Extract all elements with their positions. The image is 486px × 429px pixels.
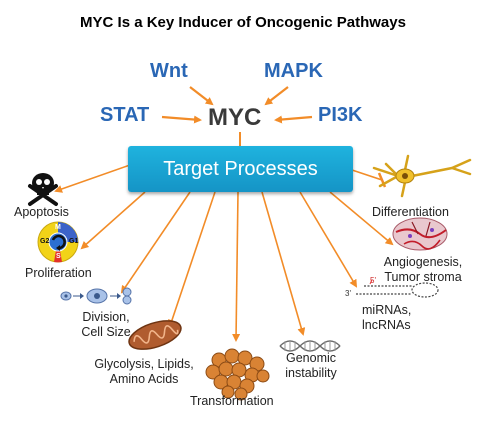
target-processes-label: Target Processes: [163, 158, 318, 180]
glycolysis-label: Glycolysis, Lipids, Amino Acids: [84, 357, 204, 387]
arrow-pi3k: [274, 115, 313, 124]
cell-cycle-m: M: [55, 224, 61, 231]
mitochondrion-icon: [128, 320, 182, 350]
cell-cycle-s: S: [56, 253, 61, 260]
target-processes-box: Target Processes: [128, 146, 353, 192]
arrow-wnt: [189, 86, 214, 106]
arrow-genomic: [261, 191, 306, 336]
division-line-1: Division,: [82, 310, 130, 324]
skull-crossbones-icon: [28, 173, 58, 206]
wnt-label: Wnt: [150, 60, 188, 82]
dividing-cells-icon: [60, 287, 132, 305]
arrow-proliferation: [80, 191, 146, 250]
myc-label: MYC: [208, 104, 262, 131]
stat-label: STAT: [100, 104, 150, 126]
tumor-cells-icon: [205, 348, 270, 401]
angiogenesis-label: Angiogenesis, Tumor stroma: [368, 255, 478, 285]
arrow-mapk: [264, 86, 289, 106]
rna-three-prime: 3': [345, 289, 351, 298]
rna-five-prime: 5': [370, 276, 376, 285]
glycolysis-line-2: Amino Acids: [109, 372, 179, 386]
arrow-transformation: [232, 191, 241, 342]
genomic-label: Genomic instability: [278, 351, 344, 381]
cell-cycle-g1: G1: [69, 238, 79, 245]
division-line-2: Cell Size: [81, 325, 131, 339]
angiogenesis-line-1: Angiogenesis,: [383, 255, 463, 269]
mirna-line-1: miRNAs,: [362, 303, 412, 317]
differentiation-label: Differentiation: [372, 205, 449, 219]
mirna-label: miRNAs, lncRNAs: [362, 303, 411, 333]
blood-vessel-icon: [392, 217, 448, 251]
glycolysis-line-1: Glycolysis, Lipids,: [94, 357, 194, 371]
dna-helix-icon: [279, 340, 341, 352]
pi3k-label: PI3K: [318, 104, 363, 126]
mapk-label: MAPK: [264, 60, 323, 82]
upstream-arrows: [161, 86, 313, 124]
arrow-glycolysis: [168, 191, 216, 328]
proliferation-label: Proliferation: [25, 266, 92, 280]
genomic-line-2: instability: [285, 366, 337, 380]
diagram-title: MYC Is a Key Inducer of Oncogenic Pathwa…: [80, 14, 406, 31]
arrow-division: [120, 191, 191, 294]
genomic-line-1: Genomic: [285, 351, 337, 365]
rna-hairpin-icon: [356, 279, 439, 298]
transformation-label: Transformation: [190, 394, 274, 408]
angiogenesis-line-2: Tumor stroma: [384, 270, 462, 284]
downstream-arrows: [54, 164, 394, 342]
cell-cycle-icon: [37, 221, 79, 263]
neuron-icon: [372, 154, 472, 198]
mirna-line-2: lncRNAs: [362, 318, 411, 332]
arrow-differentiation: [351, 169, 383, 181]
arrow-angiogenesis: [329, 191, 394, 246]
arrow-mirna: [299, 191, 358, 288]
cell-cycle-g2: G2: [40, 238, 50, 245]
apoptosis-label: Apoptosis: [14, 205, 69, 219]
division-label: Division, Cell Size: [62, 310, 150, 340]
arrow-apoptosis: [54, 164, 131, 193]
arrow-stat: [161, 115, 202, 124]
